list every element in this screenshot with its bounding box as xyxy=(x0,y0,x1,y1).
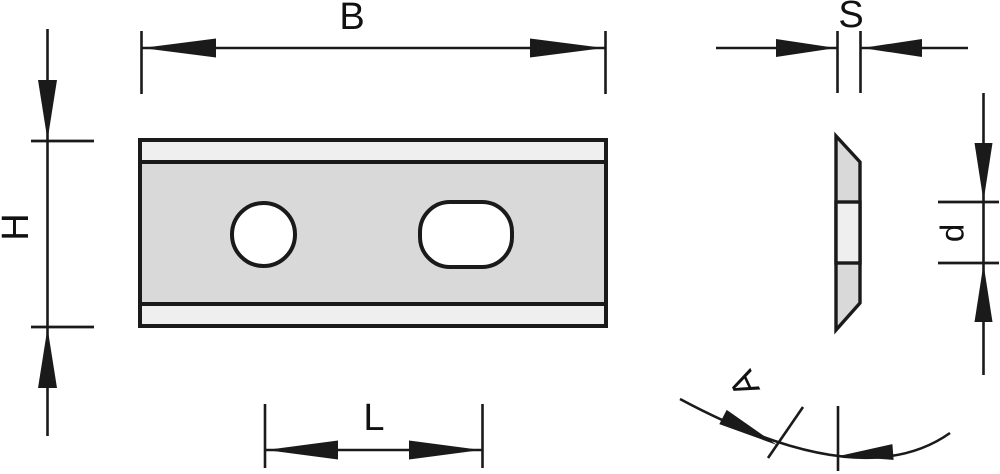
plate-body xyxy=(138,160,608,306)
round-hole xyxy=(230,201,297,268)
arrowhead-down-icon xyxy=(974,143,993,201)
angle-arc xyxy=(679,397,951,460)
d-label: d xyxy=(934,224,971,242)
dimension-height-h: H xyxy=(0,29,94,436)
dimension-bevel-angle-a: A xyxy=(679,364,951,471)
side-profile-middle-band xyxy=(834,200,862,265)
dimension-thickness-s: S xyxy=(716,0,968,93)
arrowhead-right-icon xyxy=(776,39,836,57)
angle-label: A xyxy=(720,364,767,403)
arrowhead-left-icon xyxy=(266,440,338,460)
side-view xyxy=(834,131,862,335)
dimension-width-b: B xyxy=(140,0,607,94)
arrowhead-right-icon xyxy=(530,38,604,58)
slot-hole xyxy=(418,200,514,269)
dimension-d: d xyxy=(934,93,999,375)
front-view xyxy=(138,138,608,328)
arrowhead-up-icon xyxy=(38,328,57,388)
arrowhead-left-icon xyxy=(142,38,216,58)
arrowhead-up-icon xyxy=(974,264,993,322)
angled-tick xyxy=(766,406,805,459)
arrowhead-right-icon xyxy=(409,440,481,460)
arrowhead-left-icon xyxy=(862,39,922,57)
width-label: B xyxy=(339,0,364,38)
arrowhead-arc-right-icon xyxy=(839,444,894,460)
dimension-hole-spacing-l: L xyxy=(263,397,484,468)
arrowhead-down-icon xyxy=(38,80,57,140)
arrowhead-arc-left-icon xyxy=(719,409,777,445)
hole-spacing-label: L xyxy=(363,397,384,439)
height-label: H xyxy=(0,213,37,240)
thickness-label: S xyxy=(838,0,863,36)
